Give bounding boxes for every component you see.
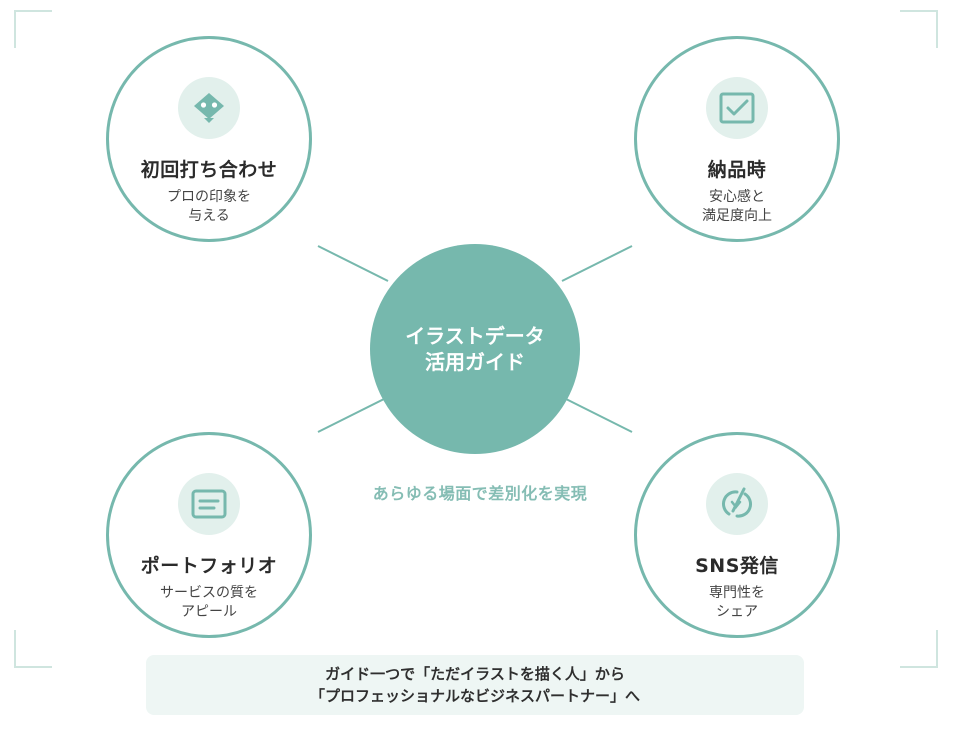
connector-line-top-left: [317, 245, 389, 282]
node-title: SNS発信: [695, 555, 779, 577]
corner-frame-bottom-left: [14, 630, 52, 668]
node-description: 安心感と 満足度向上: [702, 189, 772, 224]
node-title: 初回打ち合わせ: [140, 159, 278, 181]
corner-frame-bottom-right: [900, 630, 938, 668]
checkbox-icon: [706, 77, 768, 139]
node-sns: SNS発信 専門性を シェア: [634, 432, 840, 638]
center-title-line-2: 活用ガイド: [425, 350, 525, 374]
connector-line-top-right: [561, 245, 633, 282]
center-title-line-1: イラストデータ: [405, 324, 545, 348]
banner-line-2: 「プロフェッショナルなビジネスパートナー」へ: [309, 687, 640, 705]
banner-line-1: ガイド一つで「ただイラストを描く人」から: [325, 665, 625, 683]
connector-line-bottom-left: [317, 396, 389, 433]
corner-frame-top-left: [14, 10, 52, 48]
tagline: あらゆる場面で差別化を実現: [372, 484, 588, 503]
node-description: 専門性を シェア: [709, 585, 765, 620]
node-description: プロの印象を 与える: [167, 189, 251, 224]
node-first-meeting: 初回打ち合わせ プロの印象を 与える: [106, 36, 312, 242]
node-portfolio: ポートフォリオ サービスの質を アピール: [106, 432, 312, 638]
connector-line-bottom-right: [561, 396, 633, 433]
node-delivery: 納品時 安心感と 満足度向上: [634, 36, 840, 242]
center-hub: イラストデータ 活用ガイド: [370, 244, 580, 454]
document-icon: [178, 473, 240, 535]
mascot-face-icon: [178, 77, 240, 139]
node-title: ポートフォリオ: [140, 555, 278, 577]
node-description: サービスの質を アピール: [160, 585, 258, 620]
share-cycle-icon: [706, 473, 768, 535]
corner-frame-top-right: [900, 10, 938, 48]
message-banner: ガイド一つで「ただイラストを描く人」から 「プロフェッショナルなビジネスパートナ…: [146, 655, 804, 715]
node-title: 納品時: [707, 159, 767, 181]
